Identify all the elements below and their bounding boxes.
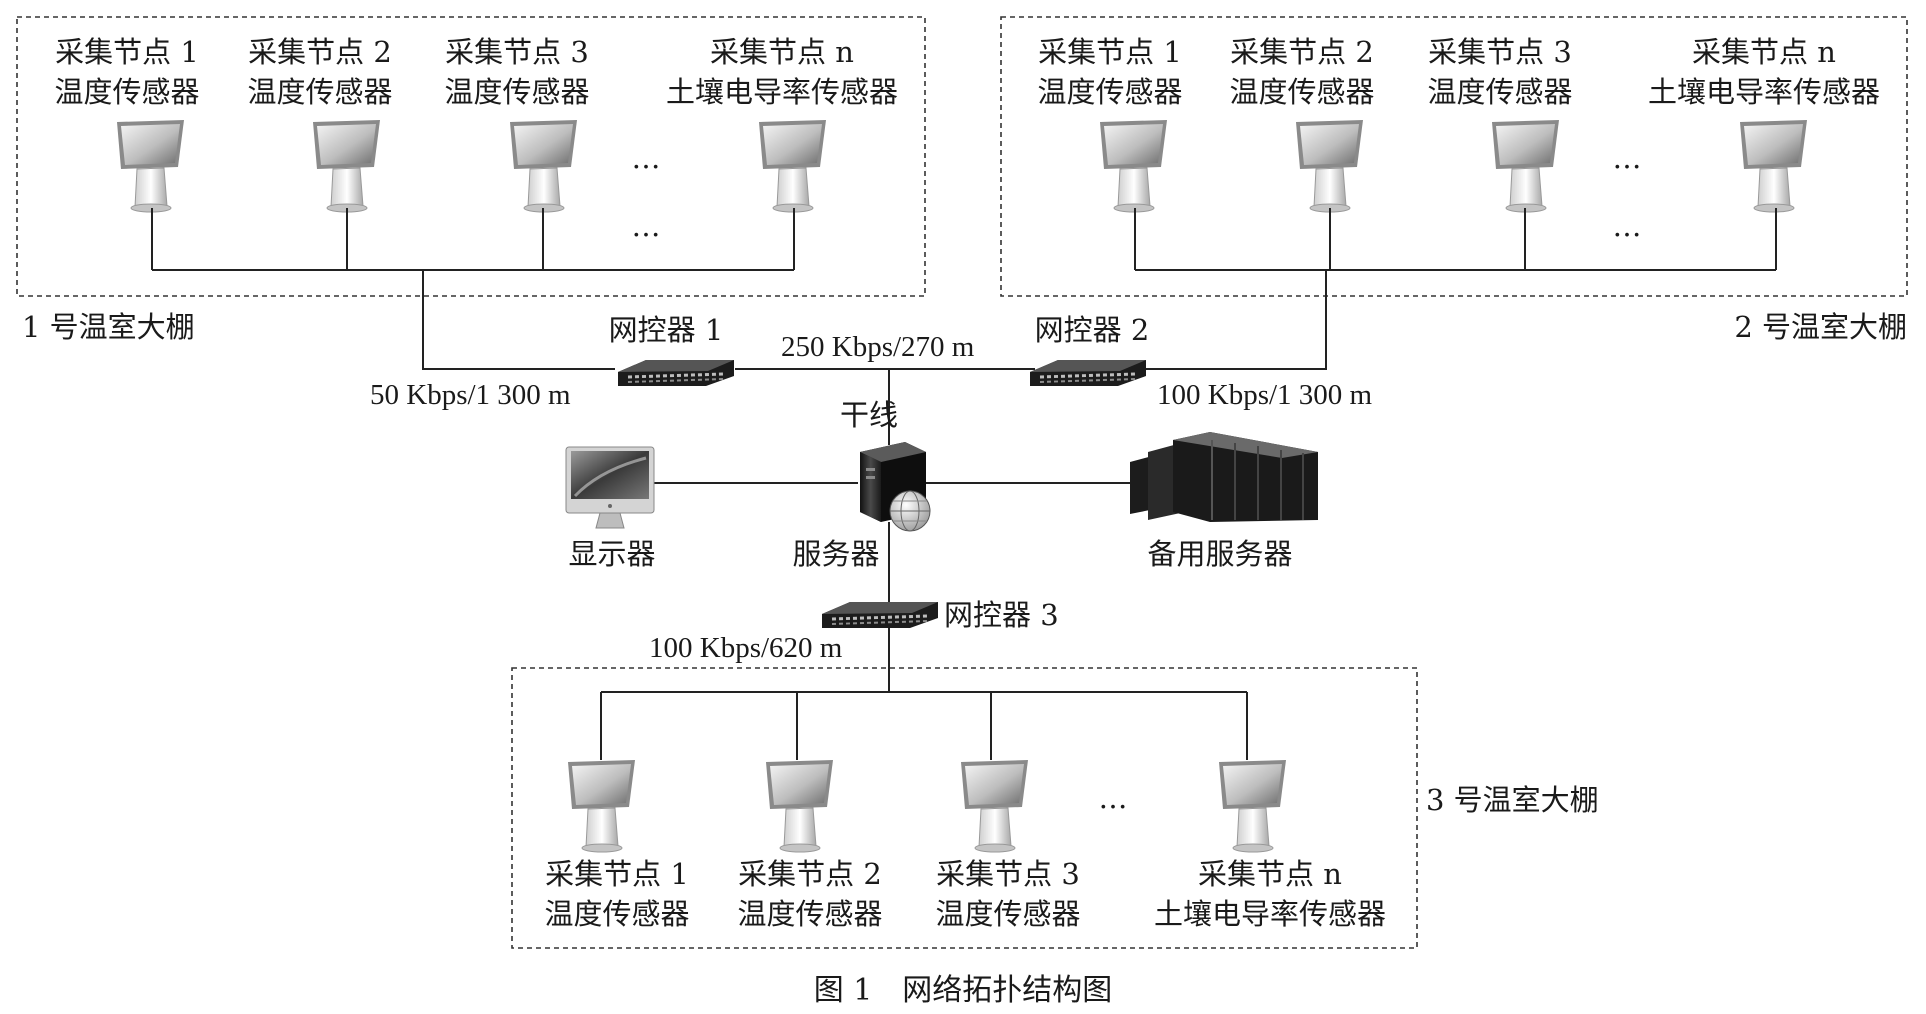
- sensor-name: 土壤电导率传感器: [1648, 75, 1880, 109]
- controller-1-label: 网控器 1: [609, 313, 724, 347]
- node-1: 采集节点 1 温度传感器: [1037, 35, 1183, 213]
- node-3: 采集节点 3 温度传感器: [935, 759, 1081, 931]
- greenhouse-2: 采集节点 1 温度传感器 采集节点 2 温度传感器 采集节点 3 温度传感器 采…: [1037, 35, 1880, 271]
- greenhouse-3-box: [511, 667, 1418, 949]
- server-label: 服务器: [792, 537, 879, 571]
- node-1: 采集节点 1 温度传感器: [544, 759, 690, 931]
- greenhouse-1-label: 1 号温室大棚: [22, 310, 195, 344]
- node-name: 采集节点 1: [1038, 35, 1182, 69]
- node-name: 采集节点 3: [936, 857, 1080, 891]
- controller-2-label: 网控器 2: [1035, 313, 1150, 347]
- sensor-name: 温度传感器: [935, 897, 1080, 931]
- node-name: 采集节点 2: [738, 857, 882, 891]
- node-3: 采集节点 3 温度传感器: [444, 35, 590, 213]
- node-name: 采集节点 n: [1692, 35, 1836, 69]
- network-switch-icon: [820, 600, 940, 630]
- sensor-name: 土壤电导率传感器: [666, 75, 898, 109]
- node-n: 采集节点 n 土壤电导率传感器: [666, 35, 898, 213]
- kiosk-node-icon: [567, 759, 636, 853]
- ellipsis: …: [632, 141, 661, 175]
- link-trunk-label: 250 Kbps/270 m: [781, 331, 975, 363]
- monitor: 显示器: [565, 446, 656, 571]
- ellipsis: …: [1613, 209, 1642, 243]
- controller-3-label: 网控器 3: [944, 598, 1059, 632]
- kiosk-node-icon: [1739, 119, 1808, 213]
- node-name: 采集节点 3: [445, 35, 589, 69]
- kiosk-node-icon: [1295, 119, 1364, 213]
- kiosk-node-icon: [1099, 119, 1168, 213]
- node-2: 采集节点 2 温度传感器: [737, 759, 883, 931]
- sensor-name: 温度传感器: [1427, 75, 1572, 109]
- kiosk-node-icon: [116, 119, 185, 213]
- greenhouse-3-label: 3 号温室大棚: [1426, 783, 1599, 817]
- server: 服务器: [792, 442, 931, 571]
- greenhouse-1: 采集节点 1 温度传感器 采集节点 2 温度传感器 采集节点 3 温度传感器 采…: [54, 35, 898, 271]
- node-name: 采集节点 2: [248, 35, 392, 69]
- node-name: 采集节点 2: [1230, 35, 1374, 69]
- kiosk-node-icon: [1491, 119, 1560, 213]
- greenhouse-2-box: [1000, 16, 1908, 297]
- sensor-name: 温度传感器: [1229, 75, 1374, 109]
- imac-monitor-icon: [565, 446, 655, 529]
- node-name: 采集节点 1: [55, 35, 199, 69]
- link-gh2-label: 100 Kbps/1 300 m: [1157, 379, 1373, 411]
- link-gh3-label: 100 Kbps/620 m: [649, 632, 843, 664]
- greenhouse-3-bus: [600, 691, 1248, 760]
- node-n: 采集节点 n 土壤电导率传感器: [1154, 759, 1386, 931]
- backup-server-label: 备用服务器: [1147, 537, 1292, 571]
- node-3: 采集节点 3 温度传感器: [1427, 35, 1573, 213]
- tower-server-globe-icon: [860, 442, 931, 532]
- kiosk-node-icon: [765, 759, 834, 853]
- ellipsis: …: [1099, 781, 1128, 815]
- greenhouse-3: 采集节点 1 温度传感器 采集节点 2 温度传感器 采集节点 3 温度传感器 采…: [544, 691, 1386, 931]
- greenhouse-1-box: [16, 16, 926, 297]
- greenhouse-1-bus: [151, 208, 795, 271]
- sensor-name: 温度传感器: [444, 75, 589, 109]
- greenhouse-2-label: 2 号温室大棚: [1734, 310, 1907, 344]
- sensor-name: 温度传感器: [737, 897, 882, 931]
- node-2: 采集节点 2 温度传感器: [247, 35, 393, 213]
- kiosk-node-icon: [312, 119, 381, 213]
- node-name: 采集节点 3: [1428, 35, 1572, 69]
- controller-1: 网控器 1: [609, 313, 736, 388]
- sensor-name: 温度传感器: [54, 75, 199, 109]
- node-name: 采集节点 n: [1198, 857, 1342, 891]
- node-n: 采集节点 n 土壤电导率传感器: [1648, 35, 1880, 213]
- node-name: 采集节点 1: [545, 857, 689, 891]
- kiosk-node-icon: [509, 119, 578, 213]
- backup-server: 备用服务器: [1130, 432, 1318, 571]
- figure-caption: 图 1 网络拓扑结构图: [814, 973, 1113, 1008]
- link-gh1-label: 50 Kbps/1 300 m: [370, 379, 571, 411]
- sensor-name: 温度传感器: [544, 897, 689, 931]
- server-rack-cluster-icon: [1130, 432, 1318, 522]
- kiosk-node-icon: [1218, 759, 1287, 853]
- monitor-label: 显示器: [568, 537, 655, 571]
- node-1: 采集节点 1 温度传感器: [54, 35, 200, 213]
- trunk-label: 干线: [840, 398, 898, 432]
- kiosk-node-icon: [758, 119, 827, 213]
- controller-3: 网控器 3: [820, 598, 1059, 632]
- network-switch-icon: [1028, 358, 1148, 388]
- kiosk-node-icon: [960, 759, 1029, 853]
- backbone-wiring: [422, 270, 1327, 692]
- sensor-name: 温度传感器: [1037, 75, 1182, 109]
- controller-2: 网控器 2: [1028, 313, 1150, 388]
- sensor-name: 土壤电导率传感器: [1154, 897, 1386, 931]
- greenhouse-2-bus: [1134, 208, 1777, 271]
- node-name: 采集节点 n: [710, 35, 854, 69]
- sensor-name: 温度传感器: [247, 75, 392, 109]
- ellipsis: …: [1613, 141, 1642, 175]
- ellipsis: …: [632, 209, 661, 243]
- network-switch-icon: [616, 358, 736, 388]
- node-2: 采集节点 2 温度传感器: [1229, 35, 1375, 213]
